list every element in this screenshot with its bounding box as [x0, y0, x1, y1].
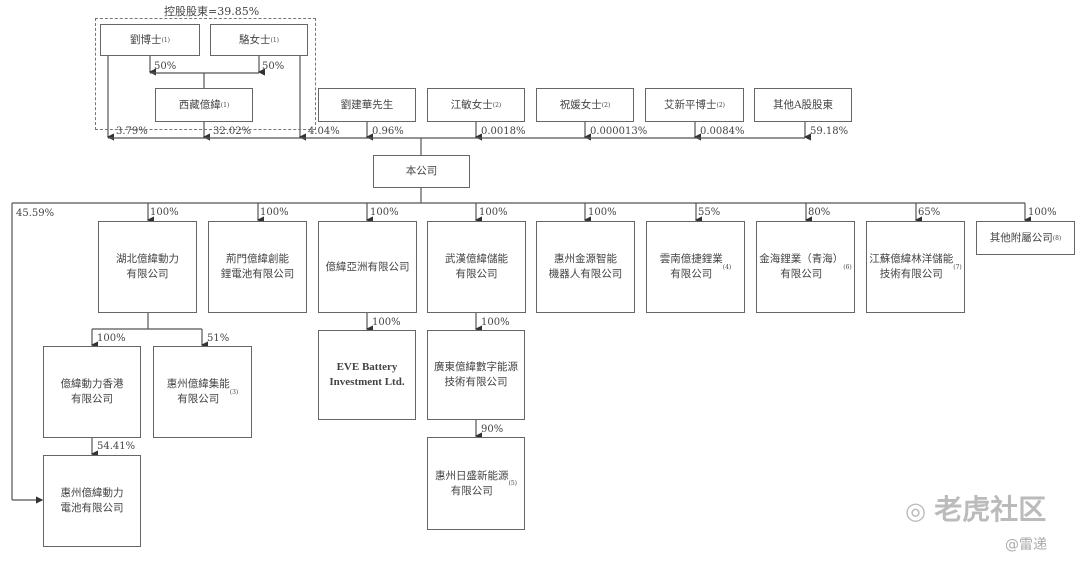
- box-label: 本公司: [405, 165, 438, 177]
- footnote: (3): [229, 388, 239, 396]
- footnote: (2): [716, 101, 726, 109]
- footnote: (1): [220, 101, 230, 109]
- box-label: 其他A股股東: [772, 98, 834, 111]
- subsidiary-box: 荊門億緯創能 鋰電池有限公司: [208, 221, 307, 313]
- pct-label: 100%: [481, 317, 510, 328]
- box-label: 億緯動力香港 有限公司: [60, 378, 124, 405]
- box-label: 湖北億緯動力 有限公司: [116, 253, 179, 280]
- box-label: 荊門億緯創能 鋰電池有限公司: [220, 253, 295, 280]
- pct-label: 45.59%: [16, 208, 55, 219]
- box-label: 惠州億緯動力 電池有限公司: [60, 487, 124, 514]
- box-label: 惠州億緯集能 有限公司: [166, 378, 230, 405]
- shareholder-luo-box: 駱女士(1): [210, 24, 308, 56]
- pct-label: 0.0018%: [481, 126, 526, 137]
- pct-label: 0.0084%: [700, 126, 745, 137]
- subsidiary-box: 武漢億緯儲能 有限公司: [427, 221, 526, 313]
- pct-label: 32.02%: [213, 126, 252, 137]
- box-label: 劉博士: [130, 33, 162, 46]
- pct-label: 59.18%: [810, 126, 849, 137]
- footnote: (5): [508, 480, 518, 487]
- pct-label: 100%: [372, 317, 401, 328]
- controlling-shareholder-label: 控股股東=39.85%: [164, 5, 260, 18]
- box-label: 劉建華先生: [340, 98, 394, 111]
- pct-label: 54.41%: [97, 441, 136, 452]
- footnote: (1): [161, 36, 171, 44]
- pct-label: 50%: [154, 61, 177, 72]
- pct-label: 0.000013%: [590, 126, 648, 137]
- pct-label: 55%: [698, 207, 721, 218]
- pct-label: 80%: [808, 207, 831, 218]
- huizhou-battery-box: 惠州億緯動力 電池有限公司: [43, 455, 141, 547]
- subsidiary-box: 雲南億捷鋰業 有限公司(4): [646, 221, 745, 313]
- pct-label: 90%: [481, 424, 504, 435]
- watermark-logo: ◎ 老虎社区: [905, 488, 1046, 528]
- subsidiary-box: 江蘇億緯林洋儲能 技術有限公司(7): [866, 221, 965, 313]
- watermark-text: 老虎社区: [934, 493, 1047, 526]
- footnote: (8): [1052, 234, 1062, 242]
- footnote: (6): [843, 263, 852, 271]
- box-label: 祝媛女士: [559, 98, 602, 111]
- footnote: (7): [953, 263, 962, 271]
- shareholder-aixinping-box: 艾新平博士(2): [645, 88, 744, 122]
- shareholder-liu-box: 劉博士(1): [100, 24, 200, 56]
- subsidiary-box: 湖北億緯動力 有限公司: [98, 221, 197, 313]
- box-label: 江蘇億緯林洋儲能 技術有限公司: [869, 253, 954, 280]
- subsidiary-box: 億緯亞洲有限公司: [318, 221, 417, 313]
- controlling-shareholder-group: [95, 18, 316, 130]
- pct-label: 51%: [207, 333, 230, 344]
- footnote: (1): [270, 36, 280, 44]
- footnote: (2): [601, 101, 611, 109]
- watermark-author: @雷递: [1005, 537, 1047, 553]
- pct-label: 50%: [262, 61, 285, 72]
- jineng-subsidiary-box: 惠州億緯集能 有限公司(3): [153, 346, 252, 438]
- pct-label: 3.79%: [116, 126, 148, 137]
- box-label: 艾新平博士: [664, 98, 717, 111]
- pct-label: 100%: [370, 207, 399, 218]
- pct-label: 4.04%: [308, 126, 340, 137]
- box-label: 雲南億捷鋰業 有限公司: [659, 253, 723, 280]
- shareholder-others-box: 其他A股股東: [754, 88, 852, 122]
- box-label: 金海鋰業（青海） 有限公司: [759, 253, 844, 280]
- shareholder-zhuyuan-box: 祝媛女士(2): [536, 88, 634, 122]
- box-label: EVE Battery Investment Ltd.: [329, 361, 405, 388]
- pct-label: 100%: [150, 207, 179, 218]
- box-label: 億緯亞洲有限公司: [325, 260, 410, 273]
- shareholder-jiangmin-box: 江敏女士(2): [427, 88, 525, 122]
- shareholder-liujianhua-box: 劉建華先生: [318, 88, 416, 122]
- eve-subsidiary-box: EVE Battery Investment Ltd.: [318, 330, 416, 420]
- subsidiary-box: 其他附屬公司(8): [976, 221, 1075, 255]
- pct-label: 0.96%: [372, 126, 404, 137]
- footnote: (2): [492, 101, 502, 109]
- box-label: 西藏億緯: [178, 98, 221, 111]
- pct-label: 100%: [97, 333, 126, 344]
- tiger-logo-icon: ◎: [905, 497, 935, 525]
- box-label: 惠州日盛新能源 有限公司: [435, 469, 509, 497]
- company-box: 本公司: [373, 155, 470, 188]
- pct-label: 100%: [260, 207, 289, 218]
- pct-label: 100%: [479, 207, 508, 218]
- pct-label: 65%: [918, 207, 941, 218]
- risheng-subsidiary-box: 惠州日盛新能源 有限公司(5): [427, 437, 525, 530]
- pct-label: 100%: [1028, 207, 1057, 218]
- box-label: 駱女士: [239, 33, 271, 46]
- hk-subsidiary-box: 億緯動力香港 有限公司: [43, 346, 141, 438]
- pct-label: 100%: [588, 207, 617, 218]
- box-label: 其他附屬公司: [989, 231, 1053, 244]
- box-label: 廣東億緯數字能源 技術有限公司: [434, 361, 518, 388]
- box-label: 江敏女士: [450, 98, 493, 111]
- box-label: 惠州金源智能 機器人有限公司: [548, 253, 623, 280]
- shareholder-xizang-box: 西藏億緯(1): [155, 88, 253, 122]
- footnote: (4): [722, 263, 732, 271]
- subsidiary-box: 惠州金源智能 機器人有限公司: [536, 221, 635, 313]
- box-label: 武漢億緯儲能 有限公司: [445, 253, 508, 280]
- guangdong-subsidiary-box: 廣東億緯數字能源 技術有限公司: [427, 330, 525, 420]
- subsidiary-box: 金海鋰業（青海） 有限公司(6): [756, 221, 855, 313]
